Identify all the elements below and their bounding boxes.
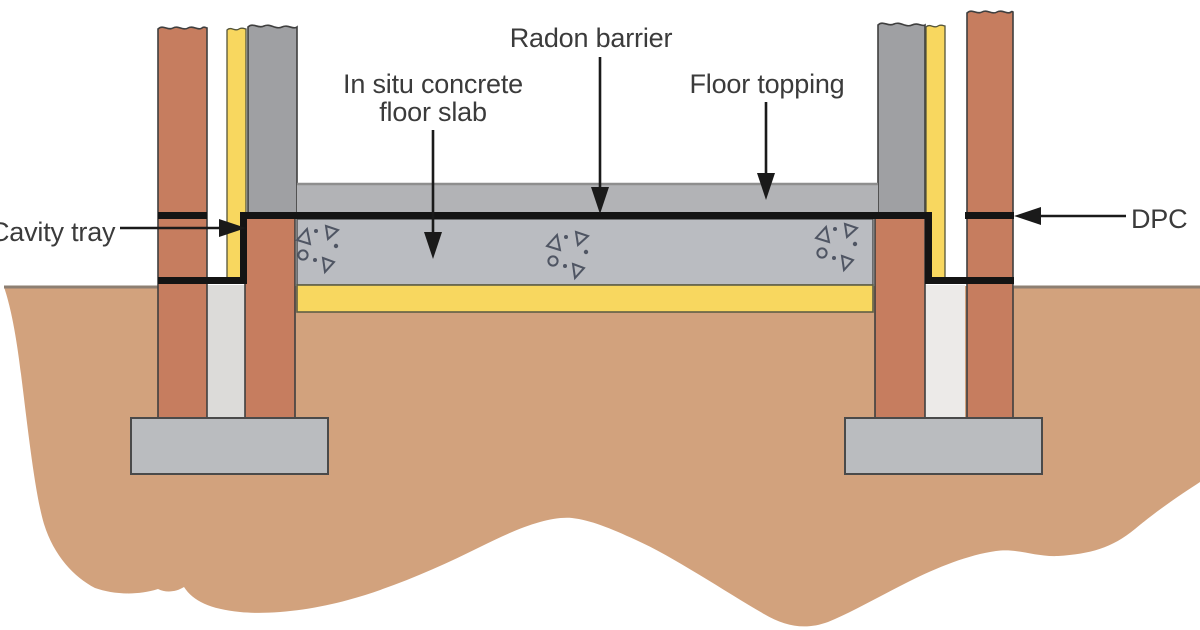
left-cavity-tray-lower [158,277,247,284]
left-dpc-segment [158,212,207,219]
left-footing [130,417,329,475]
arrow-head-icon [591,187,609,214]
right-cavity-tray-step [925,212,932,284]
in-situ-slab-arrow [424,130,442,259]
cavity-tray-arrow [120,219,246,237]
right-cavity-tray-lower [925,277,1014,284]
left-cavity-fill [207,285,245,421]
right-cavity-fill [925,285,965,421]
arrow-head-icon [219,219,246,237]
main-radon-barrier-line [240,212,932,219]
arrow-head-icon [1014,207,1041,225]
right-footing [844,417,1043,475]
arrow-head-icon [757,173,775,200]
floor-topping-layer [297,183,878,216]
label-floor-topping: Floor topping [690,69,845,99]
arrow-head-icon [424,232,442,259]
floor-topping-arrow [757,102,775,200]
right-dpc-segment [965,212,1014,219]
label-radon-barrier: Radon barrier [510,23,673,53]
radon-barrier-arrow [591,57,609,214]
right-block-leaf [877,22,926,219]
left-cavity-tray-step [240,212,247,284]
left-outer-brick-leaf [157,26,208,422]
underslab-insulation-layer [296,284,874,313]
right-inner-brick-below-floor [874,217,926,422]
label-dpc: DPC [1131,204,1187,234]
label-in-situ-line1: In situ concrete [343,69,523,99]
dpc-arrow [1014,207,1126,225]
label-cavity-tray: Cavity tray [0,217,116,247]
radon-barrier-membrane [158,212,1014,284]
left-block-leaf [247,24,298,219]
left-inner-brick-below-floor [244,217,296,422]
label-in-situ-line2: floor slab [379,97,487,127]
